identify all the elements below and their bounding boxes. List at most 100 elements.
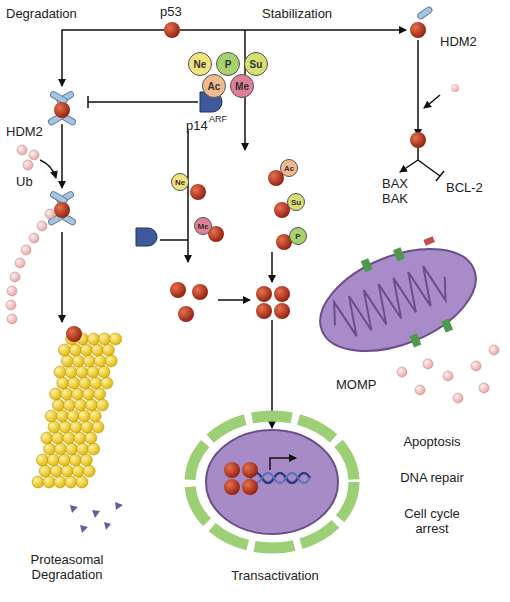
proteasome-subunit: [56, 410, 68, 422]
proteasome-subunit: [61, 388, 73, 400]
cytochrome: [471, 361, 481, 371]
proteasome-subunit: [39, 465, 51, 477]
proteasome-subunit: [65, 366, 77, 378]
arrow: [160, 130, 188, 262]
modification-label: P: [295, 232, 300, 241]
p53-ball: [192, 284, 208, 300]
arf-shape: [136, 228, 157, 246]
proteasome-subunit: [78, 410, 90, 422]
protein-label: Ub: [16, 174, 46, 189]
p53-ball: [66, 326, 82, 342]
fragment: [115, 502, 123, 510]
endoplasmic-reticulum: [190, 416, 354, 548]
proteasome-subunit: [52, 399, 64, 411]
p53-ball: [410, 132, 426, 148]
modification-label: Ne: [194, 59, 207, 70]
proteasome-subunit: [69, 454, 81, 466]
section-label: Degradation: [6, 6, 96, 21]
arrow: [218, 299, 250, 301]
proteasome-subunit: [50, 388, 62, 400]
proteasome-subunit: [76, 366, 88, 378]
modification-circle: Su: [244, 52, 268, 76]
p53-protein: [164, 6, 459, 148]
inhibit-line: [88, 101, 198, 103]
arrow: [424, 95, 440, 108]
cytochrome: [443, 371, 453, 381]
arrow: [40, 160, 56, 178]
proteasome-subunit: [105, 355, 117, 367]
modification-circle: P: [216, 52, 240, 76]
modification-label: Me: [235, 81, 249, 92]
proteasome-subunit: [80, 454, 92, 466]
cristae: [327, 260, 453, 342]
ub-ball: [29, 233, 39, 243]
proteasome-subunit: [66, 443, 78, 455]
fragment: [104, 522, 111, 530]
proteasome-subunit: [98, 366, 110, 378]
proteasome-subunit: [72, 465, 84, 477]
modification-circle: Ne: [171, 173, 189, 191]
modification-label: Su: [250, 59, 263, 70]
ub-ball: [21, 245, 31, 255]
proteasome-subunit: [41, 432, 53, 444]
p53-ball: [256, 303, 272, 319]
proteasome-subunit: [61, 465, 73, 477]
modification-circle: Me: [194, 217, 212, 235]
proteasome-subunit: [44, 443, 56, 455]
membrane-pore: [393, 247, 405, 261]
proteasome-subunit: [88, 443, 100, 455]
p53-ball: [224, 479, 240, 495]
ub-ball: [37, 221, 47, 231]
p53-ball: [274, 286, 290, 302]
proteasome: [32, 326, 122, 488]
proteasome-subunit: [99, 333, 111, 345]
released-cytochrome: [397, 345, 499, 403]
outcome-label: DNA repair: [372, 470, 492, 485]
cytochrome: [479, 383, 489, 393]
proteasome-subunit: [63, 399, 75, 411]
protein-label: HDM2: [6, 124, 56, 139]
hdm2-complex: [47, 91, 76, 226]
proteasome-subunit: [48, 421, 60, 433]
proteasome-subunit: [72, 388, 84, 400]
proteasome-subunit: [94, 355, 106, 367]
proteasome-subunit: [102, 344, 114, 356]
modification-circle: P: [289, 227, 307, 245]
outer-membrane: [305, 228, 490, 371]
p53-ball: [256, 286, 272, 302]
proteasome-subunit: [57, 377, 69, 389]
proteasome-subunit: [69, 344, 81, 356]
proteasome-subunit: [77, 443, 89, 455]
modification-label: Ac: [208, 81, 221, 92]
proteasome-subunit: [36, 454, 48, 466]
p53-ball: [410, 22, 426, 38]
modification-label: Su: [291, 198, 301, 207]
proteasome-subunit: [58, 344, 70, 356]
ubiquitin-pool: [17, 145, 39, 170]
process-label: MOMP: [336, 377, 386, 392]
protein-label: p53: [160, 4, 190, 19]
p53-ball: [54, 102, 70, 118]
proteasome-subunit: [81, 421, 93, 433]
proteasome-subunit: [58, 454, 70, 466]
p53-ball: [190, 184, 206, 200]
proteasome-subunit: [85, 399, 97, 411]
p53-monomers: [170, 282, 290, 322]
modification-label: Ac: [284, 164, 294, 173]
membrane-pore: [361, 258, 373, 272]
section-label: Stabilization: [262, 6, 362, 21]
modification-circle: Ne: [188, 52, 212, 76]
arrow: [180, 29, 406, 31]
proteasome-subunit: [91, 344, 103, 356]
process-label: Transactivation: [220, 568, 330, 583]
proteasome-subunit: [61, 355, 73, 367]
proteasome-subunit: [45, 410, 57, 422]
cytochrome: [423, 359, 433, 369]
arrow: [400, 146, 418, 172]
proteasome-subunit: [52, 432, 64, 444]
ub-ball: [7, 314, 17, 324]
cytochrome: [453, 393, 463, 403]
proteasome-subunit: [89, 410, 101, 422]
modification-circle: Su: [287, 193, 305, 211]
proteasome-subunit: [63, 432, 75, 444]
